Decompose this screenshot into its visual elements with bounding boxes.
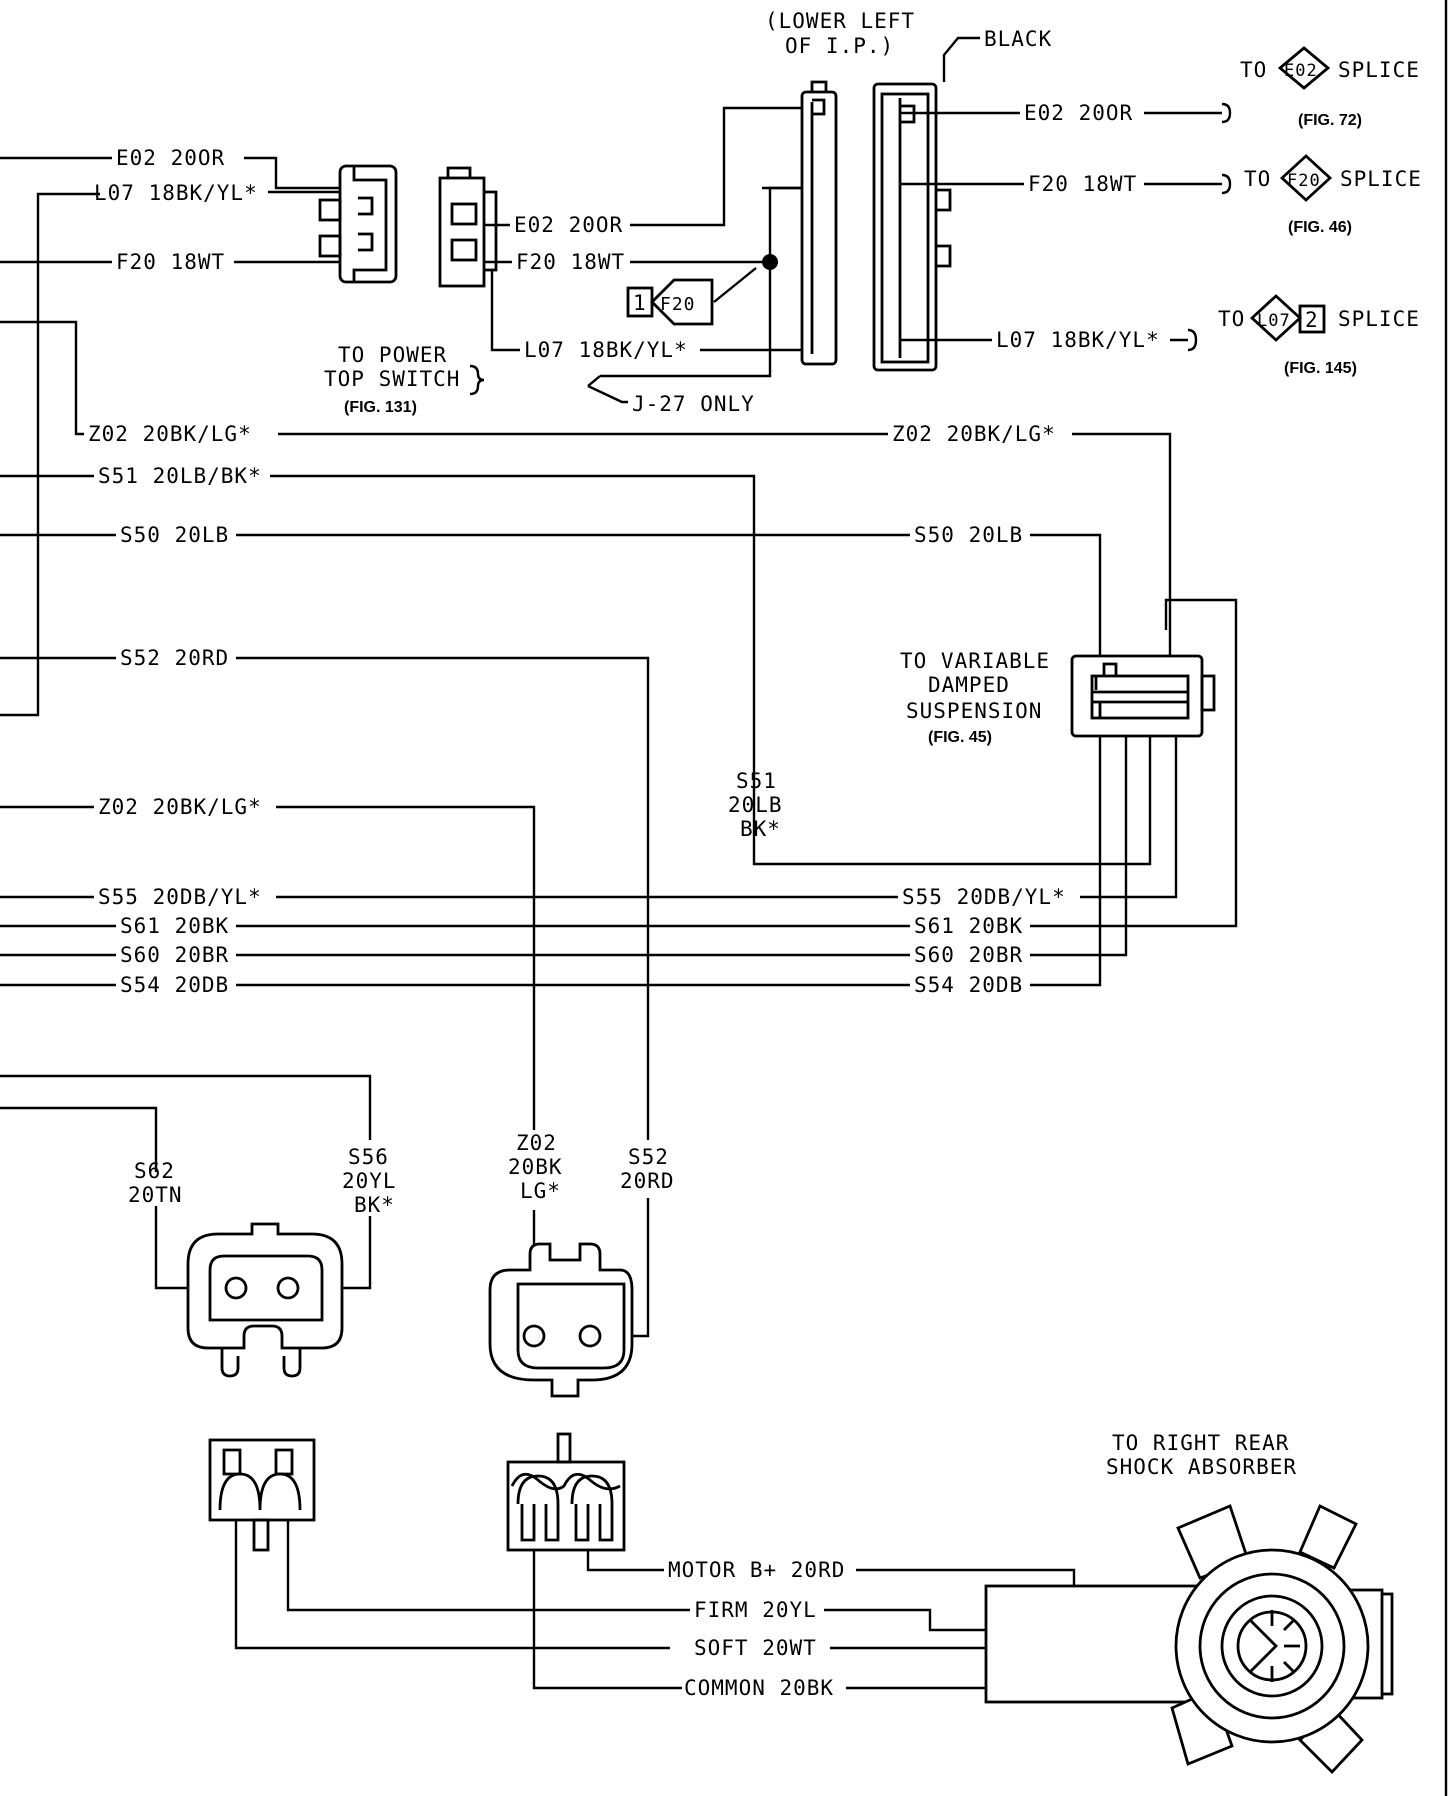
s51-vertical-2: 20LB: [728, 793, 783, 817]
wire-s55-left: S55 20DB/YL*: [98, 885, 262, 909]
svg-text:F20: F20: [660, 294, 696, 315]
wire-s61-left: S61 20BK: [120, 914, 229, 938]
wire-f20-right: F20 18WT: [1028, 172, 1137, 196]
l07-trunk: [0, 192, 100, 717]
svg-text:TO: TO: [1240, 58, 1267, 82]
svg-text:SPLICE: SPLICE: [1338, 58, 1420, 82]
svg-text:E02: E02: [1284, 61, 1318, 81]
firm-wire-label: FIRM 20YL: [694, 1598, 817, 1622]
lower-mid-connector: [488, 1242, 634, 1398]
splice-l07-ref: TO L07 2 SPLICE (FIG. 145): [1218, 294, 1420, 377]
wire-f20-left: F20 18WT: [116, 250, 225, 274]
bottom-mid-plug: [506, 1432, 626, 1552]
svg-text:TO: TO: [1218, 307, 1245, 331]
z02-low-label-2: 20BK: [508, 1155, 563, 1179]
svg-text:SPLICE: SPLICE: [1340, 167, 1422, 191]
common-wire-label: COMMON 20BK: [684, 1676, 834, 1700]
svg-text:1: 1: [633, 291, 647, 315]
shock-absorber-connector: [984, 1504, 1394, 1775]
shock-line2: SHOCK ABSORBER: [1106, 1455, 1297, 1479]
vds-line3: SUSPENSION: [906, 699, 1042, 723]
s62-label-2: 20TN: [128, 1183, 183, 1207]
f20-ref-box: 1 F20: [626, 278, 714, 326]
wire-s50-left: S50 20LB: [120, 523, 229, 547]
vds-fig: (FIG. 45): [928, 729, 992, 746]
wire-s50-right: S50 20LB: [914, 523, 1023, 547]
black-label: BLACK: [984, 27, 1052, 51]
wire-e02-right: E02 20OR: [1024, 101, 1133, 125]
inline-connector-male: [438, 166, 498, 288]
power-top-line2: TOP SWITCH: [324, 367, 460, 391]
wire-e02-mid: E02 20OR: [514, 213, 623, 237]
svg-text:2: 2: [1305, 308, 1319, 332]
wire-l07-mid: L07 18BK/YL*: [524, 338, 688, 362]
s56-label-1: S56: [348, 1145, 389, 1169]
svg-text:(FIG. 72): (FIG. 72): [1298, 112, 1362, 129]
black-leader: [942, 36, 980, 82]
wire-z02-right: Z02 20BK/LG*: [892, 422, 1056, 446]
s51-vertical-1: S51: [736, 769, 777, 793]
lower-left-label: (LOWER LEFT: [765, 9, 915, 33]
inline-connector-female: [318, 164, 398, 284]
wire-f20-mid: F20 18WT: [516, 250, 625, 274]
svg-text:SPLICE: SPLICE: [1338, 307, 1420, 331]
svg-text:TO: TO: [1244, 167, 1271, 191]
wire-z02-left-b: Z02 20BK/LG*: [98, 795, 262, 819]
vds-line1: TO VARIABLE: [900, 649, 1050, 673]
wire-s55-right: S55 20DB/YL*: [902, 885, 1066, 909]
s62-label-1: S62: [134, 1159, 175, 1183]
vds-line2: DAMPED: [928, 673, 1010, 697]
j27-label: J-27 ONLY: [632, 392, 755, 416]
power-top-line1: TO POWER: [338, 343, 447, 367]
s56-label-3: BK*: [354, 1193, 395, 1217]
splice-e02-ref: TO E02 SPLICE (FIG. 72): [1240, 46, 1420, 129]
wire-l07-right: L07 18BK/YL*: [996, 328, 1160, 352]
svg-text:L07: L07: [1257, 311, 1291, 331]
wire-s54-left: S54 20DB: [120, 973, 229, 997]
power-top-fig: (FIG. 131): [344, 399, 417, 416]
bottom-left-plug: [208, 1438, 316, 1552]
wire-s52-left: S52 20RD: [120, 646, 229, 670]
s52-low-label-2: 20RD: [620, 1169, 675, 1193]
soft-wire-label: SOFT 20WT: [694, 1636, 817, 1660]
shock-line1: TO RIGHT REAR: [1112, 1431, 1289, 1455]
s56-label-2: 20YL: [342, 1169, 397, 1193]
z02-low-label-3: LG*: [520, 1179, 561, 1203]
splice-f20-ref: TO F20 SPLICE (FIG. 46): [1244, 154, 1422, 236]
s52-low-label-1: S52: [628, 1145, 669, 1169]
of-ip-label: OF I.P.): [785, 34, 894, 58]
ip-connector-left: [800, 80, 838, 366]
lower-left-connector: [186, 1222, 344, 1378]
svg-text:(FIG. 145): (FIG. 145): [1284, 360, 1357, 377]
wire-s61-right: S61 20BK: [914, 914, 1023, 938]
wire-z02-left-a: Z02 20BK/LG*: [88, 422, 252, 446]
wire-s54-right: S54 20DB: [914, 973, 1023, 997]
z02-low-label-1: Z02: [516, 1131, 557, 1155]
wire-s51-left: S51 20LB/BK*: [98, 464, 262, 488]
ip-connector-right-black: [872, 82, 952, 372]
s51-vertical-3: BK*: [740, 817, 781, 841]
svg-text:(FIG. 46): (FIG. 46): [1288, 219, 1352, 236]
svg-text:F20: F20: [1287, 171, 1321, 191]
motor-wire-label: MOTOR B+ 20RD: [668, 1558, 845, 1582]
vds-connector: [1070, 654, 1216, 738]
wire-s60-right: S60 20BR: [914, 943, 1023, 967]
wire-e02-left: E02 20OR: [116, 146, 225, 170]
wire-l07-left: L07 18BK/YL*: [94, 181, 258, 205]
wire-s60-left: S60 20BR: [120, 943, 229, 967]
